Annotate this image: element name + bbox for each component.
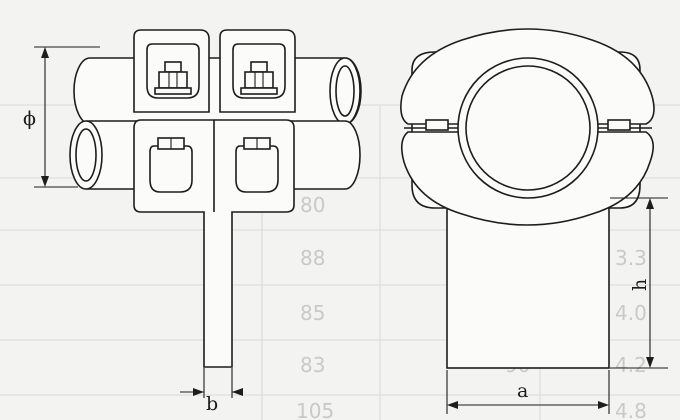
ghost-value: 80 [300,193,325,217]
height-label: h [629,279,651,291]
ghost-value: 4.2 [615,353,647,377]
bolt-nut-icon [154,61,192,95]
ghost-value: 85 [300,301,325,325]
side-view: ϕ b [23,29,362,415]
lower-clamp-plate [133,119,295,368]
diameter-dimension: ϕ [23,46,100,188]
height-dimension: h [610,197,668,369]
ghost-value: 83 [300,353,325,377]
ghost-value: 88 [300,246,325,270]
end-view: a h [400,28,668,414]
ghost-value: 105 [296,399,334,420]
length-label: a [517,380,528,402]
width-dimension: b [180,368,243,415]
back-conductor-end [329,57,361,125]
back-conductor [73,57,362,125]
conductor-section [457,57,599,199]
ghost-value: 4.0 [615,301,647,325]
tang-body [446,197,610,369]
ghost-value: 3.3 [615,246,647,270]
bolt-head-icon [157,137,185,150]
length-dimension: a [446,370,610,414]
bolt-nut-icon [240,61,278,95]
bolt-head-icon [243,137,271,150]
front-conductor-end [69,120,103,190]
diameter-label: ϕ [23,108,36,130]
width-label: b [206,393,218,415]
ghost-value: 4.8 [615,399,647,420]
